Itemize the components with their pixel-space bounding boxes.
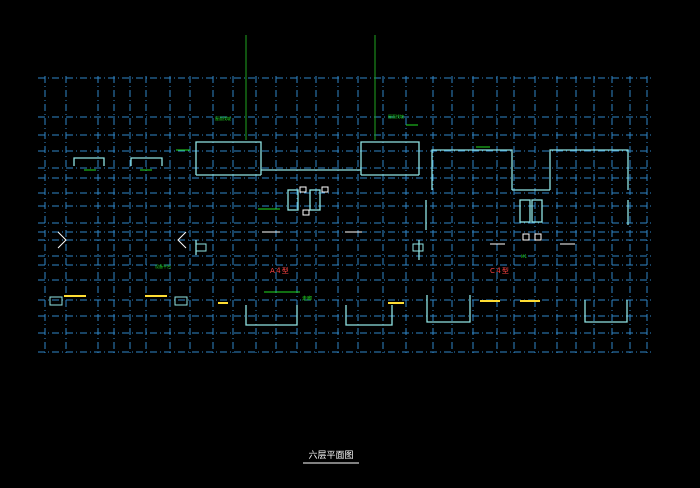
note-top-right: 屋面找坡 <box>388 113 404 119</box>
axis-grid <box>38 76 652 356</box>
unit-label-a: A４型 <box>270 266 289 275</box>
text-labels: A４型 C４型 走廊 屋面找坡 屋面找坡 设备平台 M1 <box>155 113 527 302</box>
wall-outlines <box>73 141 629 326</box>
title-text: 六层平面图 <box>308 449 353 461</box>
door-code: M1 <box>521 254 527 259</box>
drawing-title: 六层平面图 <box>303 449 359 464</box>
corridor-label: 走廊 <box>302 295 312 302</box>
note-top-left: 屋面找坡 <box>215 115 231 121</box>
dimension-marks <box>64 295 540 304</box>
annotation-marks <box>84 124 490 293</box>
unit-label-c: C４型 <box>490 266 509 275</box>
guide-lines <box>245 35 376 140</box>
note-mid: 设备平台 <box>155 263 171 269</box>
fixtures <box>57 186 575 249</box>
tag-boxes <box>49 243 424 306</box>
